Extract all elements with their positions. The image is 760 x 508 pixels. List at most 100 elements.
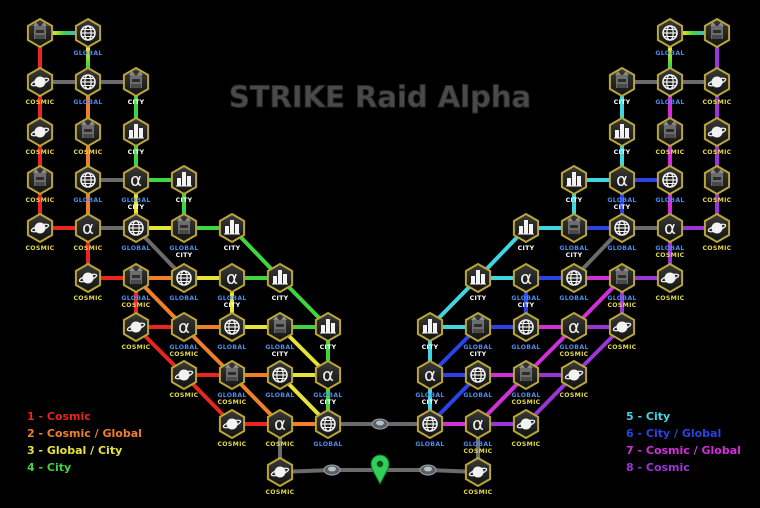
- raid-node[interactable]: COSMIC: [169, 359, 198, 399]
- raid-node[interactable]: COSMIC: [655, 116, 684, 156]
- node-label: CITY: [614, 149, 631, 156]
- raid-node[interactable]: COSMIC: [265, 456, 294, 496]
- raid-node[interactable]: CITY: [512, 212, 540, 252]
- raid-node[interactable]: CITY: [608, 66, 636, 106]
- raid-node[interactable]: COSMIC: [73, 262, 102, 302]
- raid-node[interactable]: COSMIC: [511, 408, 540, 448]
- raid-node[interactable]: [419, 464, 437, 476]
- raid-node[interactable]: COSMIC: [702, 212, 731, 252]
- raid-node[interactable]: GLOBAL: [655, 164, 684, 204]
- node-label: CITY: [320, 344, 337, 351]
- node-label: GLOBAL: [511, 392, 540, 399]
- node-frame: [416, 359, 444, 391]
- node-label: COSMIC: [73, 149, 102, 156]
- villain-icon: [710, 22, 724, 39]
- raid-node[interactable]: COSMIC: [25, 212, 54, 252]
- raid-node[interactable]: GLOBAL: [655, 17, 684, 57]
- raid-node[interactable]: GLOBAL: [73, 66, 102, 106]
- raid-node[interactable]: GLOBAL: [265, 359, 294, 399]
- svg-text:α: α: [226, 268, 238, 289]
- raid-node[interactable]: [703, 17, 731, 49]
- villain-icon: [663, 121, 677, 138]
- node-label: COSMIC: [463, 489, 492, 496]
- start-marker-icon[interactable]: [370, 454, 390, 486]
- raid-node[interactable]: COSMIC: [217, 408, 246, 448]
- raid-node[interactable]: CITY: [416, 311, 444, 351]
- raid-node[interactable]: GLOBAL: [415, 408, 444, 448]
- raid-node[interactable]: GLOBAL: [169, 262, 198, 302]
- raid-node[interactable]: [323, 464, 341, 476]
- raid-node[interactable]: CITY: [314, 311, 342, 351]
- raid-node[interactable]: COSMIC: [559, 359, 588, 399]
- legend-left: 1 - Cosmic 2 - Cosmic / Global 3 - Globa…: [27, 408, 142, 476]
- city-icon: [470, 270, 486, 285]
- raid-node[interactable]: CITY: [464, 262, 492, 302]
- raid-node[interactable]: GLOBAL: [607, 212, 636, 252]
- page-title: STRIKE Raid Alpha: [229, 80, 531, 114]
- node-frame: [314, 359, 342, 391]
- raid-node[interactable]: CITY: [122, 66, 150, 106]
- raid-node[interactable]: CITY: [560, 164, 588, 204]
- raid-node[interactable]: CITY: [266, 262, 294, 302]
- raid-node[interactable]: GLOBAL: [559, 262, 588, 302]
- planet-icon: [516, 418, 536, 430]
- raid-node[interactable]: GLOBAL: [73, 164, 102, 204]
- raid-node[interactable]: GLOBAL: [121, 212, 150, 252]
- svg-text:α: α: [520, 268, 532, 289]
- raid-node[interactable]: COSMIC: [607, 311, 636, 351]
- raid-node[interactable]: CITY: [218, 212, 246, 252]
- raid-node[interactable]: [26, 17, 54, 49]
- raid-node[interactable]: GLOBAL: [313, 408, 342, 448]
- legend-item: 6 - City / Global: [626, 427, 722, 440]
- raid-node[interactable]: COSMIC: [702, 66, 731, 106]
- node-label: CITY: [614, 99, 631, 106]
- raid-node[interactable]: [370, 454, 390, 486]
- raid-node[interactable]: COSMIC: [121, 311, 150, 351]
- raid-node[interactable]: [371, 418, 389, 430]
- node-label: GLOBAL: [511, 344, 540, 351]
- raid-node[interactable]: GLOBAL: [217, 311, 246, 351]
- raid-node[interactable]: GLOBAL: [655, 66, 684, 106]
- raid-node[interactable]: COSMIC: [655, 262, 684, 302]
- raid-node[interactable]: CITY: [170, 164, 198, 204]
- raid-node[interactable]: COSMIC: [702, 116, 731, 156]
- raid-node[interactable]: COSMIC: [702, 164, 731, 204]
- raid-node[interactable]: GLOBAL: [511, 311, 540, 351]
- raid-node[interactable]: GLOBAL: [463, 359, 492, 399]
- node-label: GLOBAL: [559, 295, 588, 302]
- raid-node[interactable]: COSMIC: [73, 116, 102, 156]
- node-label: GLOBAL: [607, 295, 636, 302]
- planet-icon: [707, 126, 727, 138]
- node-frame: [512, 262, 540, 294]
- globe-icon: [518, 319, 534, 335]
- raid-node[interactable]: GLOBAL: [73, 17, 102, 57]
- raid-node[interactable]: COSMIC: [25, 116, 54, 156]
- planet-icon: [270, 466, 290, 478]
- raid-node[interactable]: COSMIC: [25, 164, 54, 204]
- raid-node[interactable]: CITY: [122, 116, 150, 156]
- raid-node[interactable]: CITY: [608, 116, 636, 156]
- legend-item: 5 - City: [626, 410, 671, 423]
- raid-node[interactable]: COSMIC: [25, 66, 54, 106]
- raid-node[interactable]: COSMIC: [463, 456, 492, 496]
